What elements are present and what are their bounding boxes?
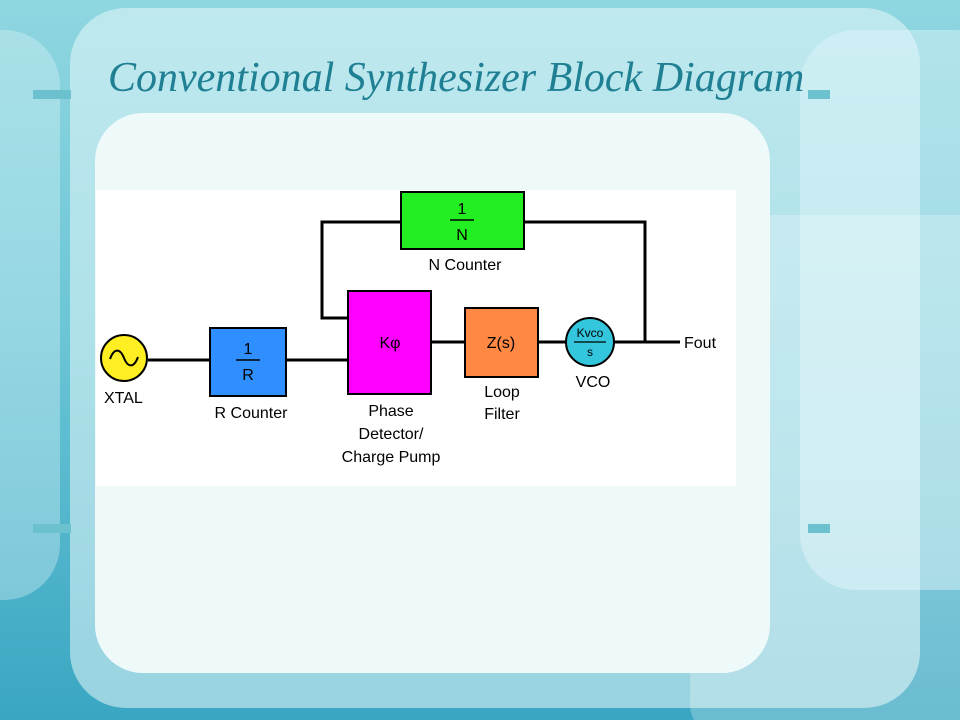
- loop-filter-label-line: Filter: [484, 406, 520, 423]
- phase-detector-box: [347, 290, 432, 395]
- deco-panel-right: [800, 30, 960, 590]
- loop-filter-symbol: Z(s): [487, 335, 515, 352]
- r-counter-denominator: R: [242, 367, 254, 384]
- deco-panel-left: [0, 30, 60, 600]
- phase-detector-symbol: Kφ: [379, 335, 400, 352]
- wire-feedback-to-n-counter: [524, 220, 647, 342]
- vco-label: VCO: [576, 374, 611, 391]
- xtal-label: XTAL: [104, 390, 143, 407]
- deco-bar: [33, 90, 71, 99]
- phase-detector-block: Kφ Phase Detector/ Charge Pump: [342, 290, 441, 466]
- vco-denominator: s: [587, 345, 593, 359]
- xtal-oscillator: XTAL: [100, 334, 148, 407]
- r-counter-label: R Counter: [215, 405, 289, 422]
- deco-bar: [33, 524, 71, 533]
- loop-filter-block: Z(s) Loop Filter: [464, 307, 539, 423]
- wire-n-counter-to-phase-detector: [320, 220, 401, 320]
- loop-filter-label-line: Loop: [484, 384, 520, 401]
- deco-bar: [808, 524, 830, 533]
- phase-detector-label-line: Detector/: [359, 426, 424, 443]
- n-counter-denominator: N: [456, 227, 468, 244]
- n-counter-block: 1 N N Counter: [400, 191, 525, 274]
- vco-numerator: Kvco: [577, 326, 604, 340]
- vco-block: Kvco s VCO: [565, 317, 615, 391]
- r-counter-block: 1 R R Counter: [209, 327, 289, 422]
- loop-filter-box: [464, 307, 539, 378]
- r-counter-box: [209, 327, 287, 397]
- sine-wave-icon: [109, 349, 139, 367]
- n-counter-numerator: 1: [458, 201, 467, 218]
- deco-bar: [808, 90, 830, 99]
- fout-label: Fout: [684, 335, 717, 352]
- slide-title: Conventional Synthesizer Block Diagram: [108, 55, 805, 101]
- phase-detector-label-line: Charge Pump: [342, 449, 441, 466]
- r-counter-numerator: 1: [244, 341, 253, 358]
- phase-detector-label-line: Phase: [368, 403, 413, 420]
- signal-wires: [148, 220, 680, 362]
- n-counter-label: N Counter: [429, 257, 503, 274]
